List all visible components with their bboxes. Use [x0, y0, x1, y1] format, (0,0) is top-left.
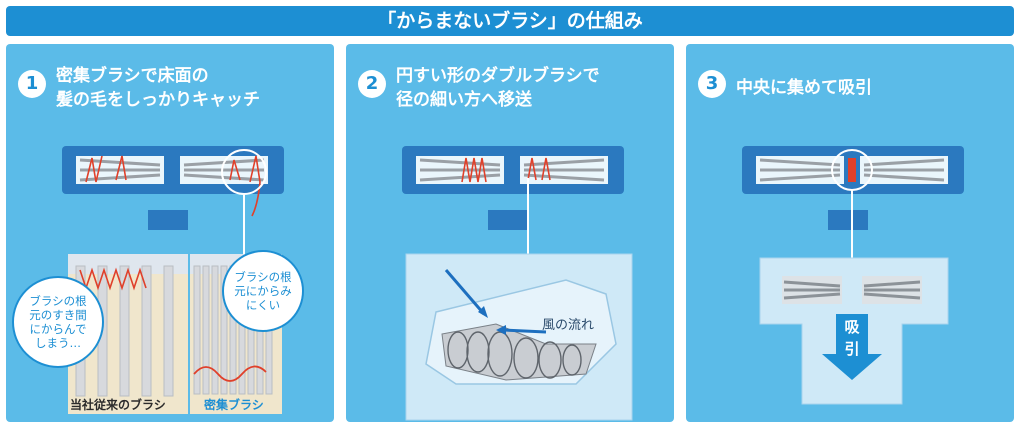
wind-flow-label: 風の流れ [542, 318, 595, 333]
step-number-3: 3 [698, 70, 726, 98]
suction-arrow [822, 314, 882, 380]
step-1-heading-line-1: 密集ブラシで床面の [56, 66, 209, 86]
suction-label-2: 引 [844, 340, 860, 358]
step-panel-3: 3 中央に集めて吸引 吸 引 [686, 44, 1014, 422]
step-number-2: 2 [358, 70, 386, 98]
callout-not-tangled: ブラシの根元にからみにくい [222, 250, 304, 332]
callout-tangled: ブラシの根元のすき間にからんでしまう… [12, 276, 104, 368]
step-3-heading: 中央に集めて吸引 [736, 64, 872, 100]
step-2-heading-line-2: 径の細い方へ移送 [396, 90, 532, 110]
step-2-heading: 円すい形のダブルブラシで 径の細い方へ移送 [396, 64, 600, 112]
step-number-1: 1 [18, 70, 46, 98]
step-panel-2: 2 円すい形のダブルブラシで 径の細い方へ移送 風の流れ [346, 44, 674, 422]
caption-dense-brush: 密集ブラシ [204, 398, 264, 412]
step-3-illustration [742, 146, 964, 405]
step-2-illustration [402, 146, 633, 421]
caption-conventional-brush: 当社従来のブラシ [70, 398, 166, 412]
step-1-heading-line-2: 髪の毛をしっかりキャッチ [56, 90, 260, 110]
suction-label-1: 吸 [844, 318, 860, 336]
step-2-heading-line-1: 円すい形のダブルブラシで [396, 66, 600, 86]
step-1-heading: 密集ブラシで床面の 髪の毛をしっかりキャッチ [56, 64, 260, 112]
gathered-hair [848, 158, 856, 182]
step-3-heading-line-1: 中央に集めて吸引 [736, 78, 872, 98]
page-title: 「からまないブラシ」の仕組み [6, 6, 1014, 36]
nozzle-neck [148, 210, 188, 230]
step-panel-1: 1 密集ブラシで床面の 髪の毛をしっかりキャッチ [6, 44, 334, 422]
